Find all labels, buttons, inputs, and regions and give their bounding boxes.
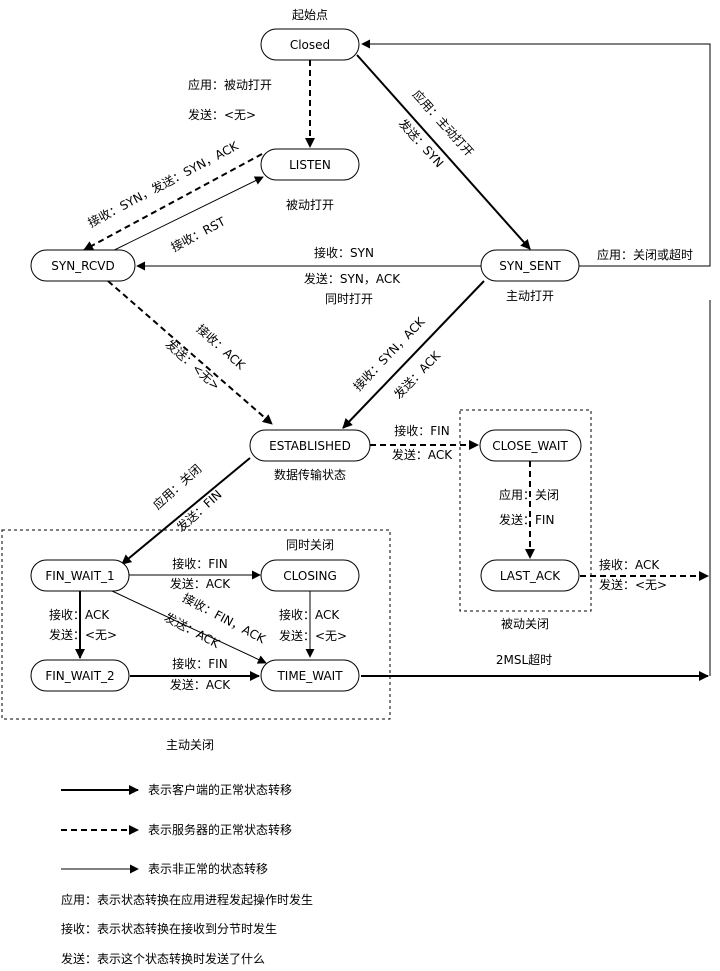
- label-finwait2-timewait-recv: 接收：FIN: [172, 656, 227, 671]
- label-closed-listen-app: 应用：被动打开: [188, 77, 272, 92]
- label-synsent-synrcvd-send: 发送：SYN，ACK: [304, 271, 401, 286]
- legend-send-note: 发送：表示这个状态转换时发送了什么: [61, 951, 265, 966]
- state-fin-wait-1-label: FIN_WAIT_1: [45, 569, 114, 583]
- label-est-closewait-send: 发送：ACK: [392, 447, 453, 462]
- label-finwait1-finwait2-recv: 接收：ACK: [49, 607, 110, 622]
- label-lastack-closed-recv: 接收：ACK: [599, 557, 660, 572]
- label-synsent-closed: 应用：关闭或超时: [597, 247, 693, 262]
- caption-simultaneous-open: 同时打开: [325, 292, 373, 306]
- label-closed-listen-send: 发送：<无>: [188, 107, 256, 122]
- label-synsent-synrcvd-recv: 接收：SYN: [314, 245, 374, 260]
- state-syn-rcvd: SYN_RCVD: [30, 249, 136, 282]
- label-finwait1-finwait2-send: 发送：<无>: [49, 627, 117, 642]
- state-syn-sent-label: SYN_SENT: [499, 259, 561, 273]
- legend-server-normal: 表示服务器的正常状态转移: [148, 822, 292, 837]
- legend-app-note: 应用：表示状态转换在应用进程发起操作时发生: [61, 892, 313, 907]
- state-listen-label: LISTEN: [289, 158, 331, 172]
- state-fin-wait-2: FIN_WAIT_2: [30, 659, 130, 692]
- state-closing: CLOSING: [260, 559, 360, 592]
- state-closed: Closed: [260, 28, 360, 61]
- edge-synrcvd-to-listen: [99, 176, 264, 258]
- edge-synrcvd-to-established: [107, 280, 273, 425]
- state-last-ack: LAST_ACK: [480, 559, 580, 592]
- state-syn-sent: SYN_SENT: [480, 249, 580, 282]
- state-time-wait-label: TIME_WAIT: [276, 669, 343, 683]
- legend: 表示客户端的正常状态转移 表示服务器的正常状态转移 表示非正常的状态转移 应用：…: [61, 782, 313, 966]
- passive-close-group: [459, 409, 592, 612]
- edge-finwait1-to-timewait: [111, 590, 267, 664]
- caption-2msl-timeout: 2MSL超时: [496, 652, 552, 667]
- edge-listen-to-synrcvd: [83, 153, 263, 251]
- edge-synsent-to-closed: [361, 39, 711, 267]
- label-finwait1-closing-send: 发送：ACK: [170, 576, 231, 591]
- state-closing-label: CLOSING: [283, 569, 337, 583]
- state-fin-wait-1: FIN_WAIT_1: [30, 559, 130, 592]
- state-last-ack-label: LAST_ACK: [500, 569, 561, 583]
- label-est-finwait1-send: 发送：FIN: [173, 487, 224, 535]
- label-finwait1-closing-recv: 接收：FIN: [172, 556, 227, 571]
- caption-active-close: 主动关闭: [166, 738, 214, 752]
- active-close-group: [1, 529, 391, 720]
- caption-active-open: 主动打开: [506, 289, 554, 303]
- state-established-label: ESTABLISHED: [269, 439, 351, 453]
- state-time-wait: TIME_WAIT: [260, 659, 360, 692]
- label-finwait2-timewait-send: 发送：ACK: [170, 677, 231, 692]
- edge-established-to-finwait1: [121, 457, 251, 565]
- state-syn-rcvd-label: SYN_RCVD: [51, 259, 115, 273]
- state-established: ESTABLISHED: [249, 429, 371, 462]
- label-lastack-closed-send: 发送：<无>: [599, 577, 667, 592]
- state-close-wait-label: CLOSE_WAIT: [492, 439, 568, 453]
- caption-passive-close: 被动关闭: [501, 617, 549, 631]
- caption-simultaneous-close: 同时关闭: [286, 538, 334, 552]
- edge-closed-to-synsent: [356, 54, 531, 250]
- state-closed-label: Closed: [290, 38, 330, 52]
- edge-synsent-to-established: [342, 280, 485, 429]
- caption-passive-open: 被动打开: [286, 198, 334, 212]
- state-listen: LISTEN: [260, 148, 360, 181]
- caption-start: 起始点: [292, 8, 328, 22]
- legend-client-normal: 表示客户端的正常状态转移: [148, 782, 292, 797]
- label-closing-timewait-recv: 接收：ACK: [279, 607, 340, 622]
- legend-abnormal: 表示非正常的状态转移: [148, 861, 268, 876]
- label-closewait-lastack-app: 应用：关闭: [499, 487, 559, 502]
- state-close-wait: CLOSE_WAIT: [479, 429, 582, 462]
- caption-data-transfer: 数据传输状态: [274, 467, 346, 482]
- label-synsent-est-send: 发送：ACK: [390, 347, 443, 402]
- label-closing-timewait-send: 发送：<无>: [279, 628, 347, 643]
- label-closewait-lastack-send: 发送：FIN: [499, 512, 554, 527]
- legend-recv-note: 接收：表示状态转换在接收到分节时发生: [61, 921, 277, 936]
- label-est-closewait-recv: 接收：FIN: [394, 423, 449, 438]
- state-fin-wait-2-label: FIN_WAIT_2: [45, 669, 114, 683]
